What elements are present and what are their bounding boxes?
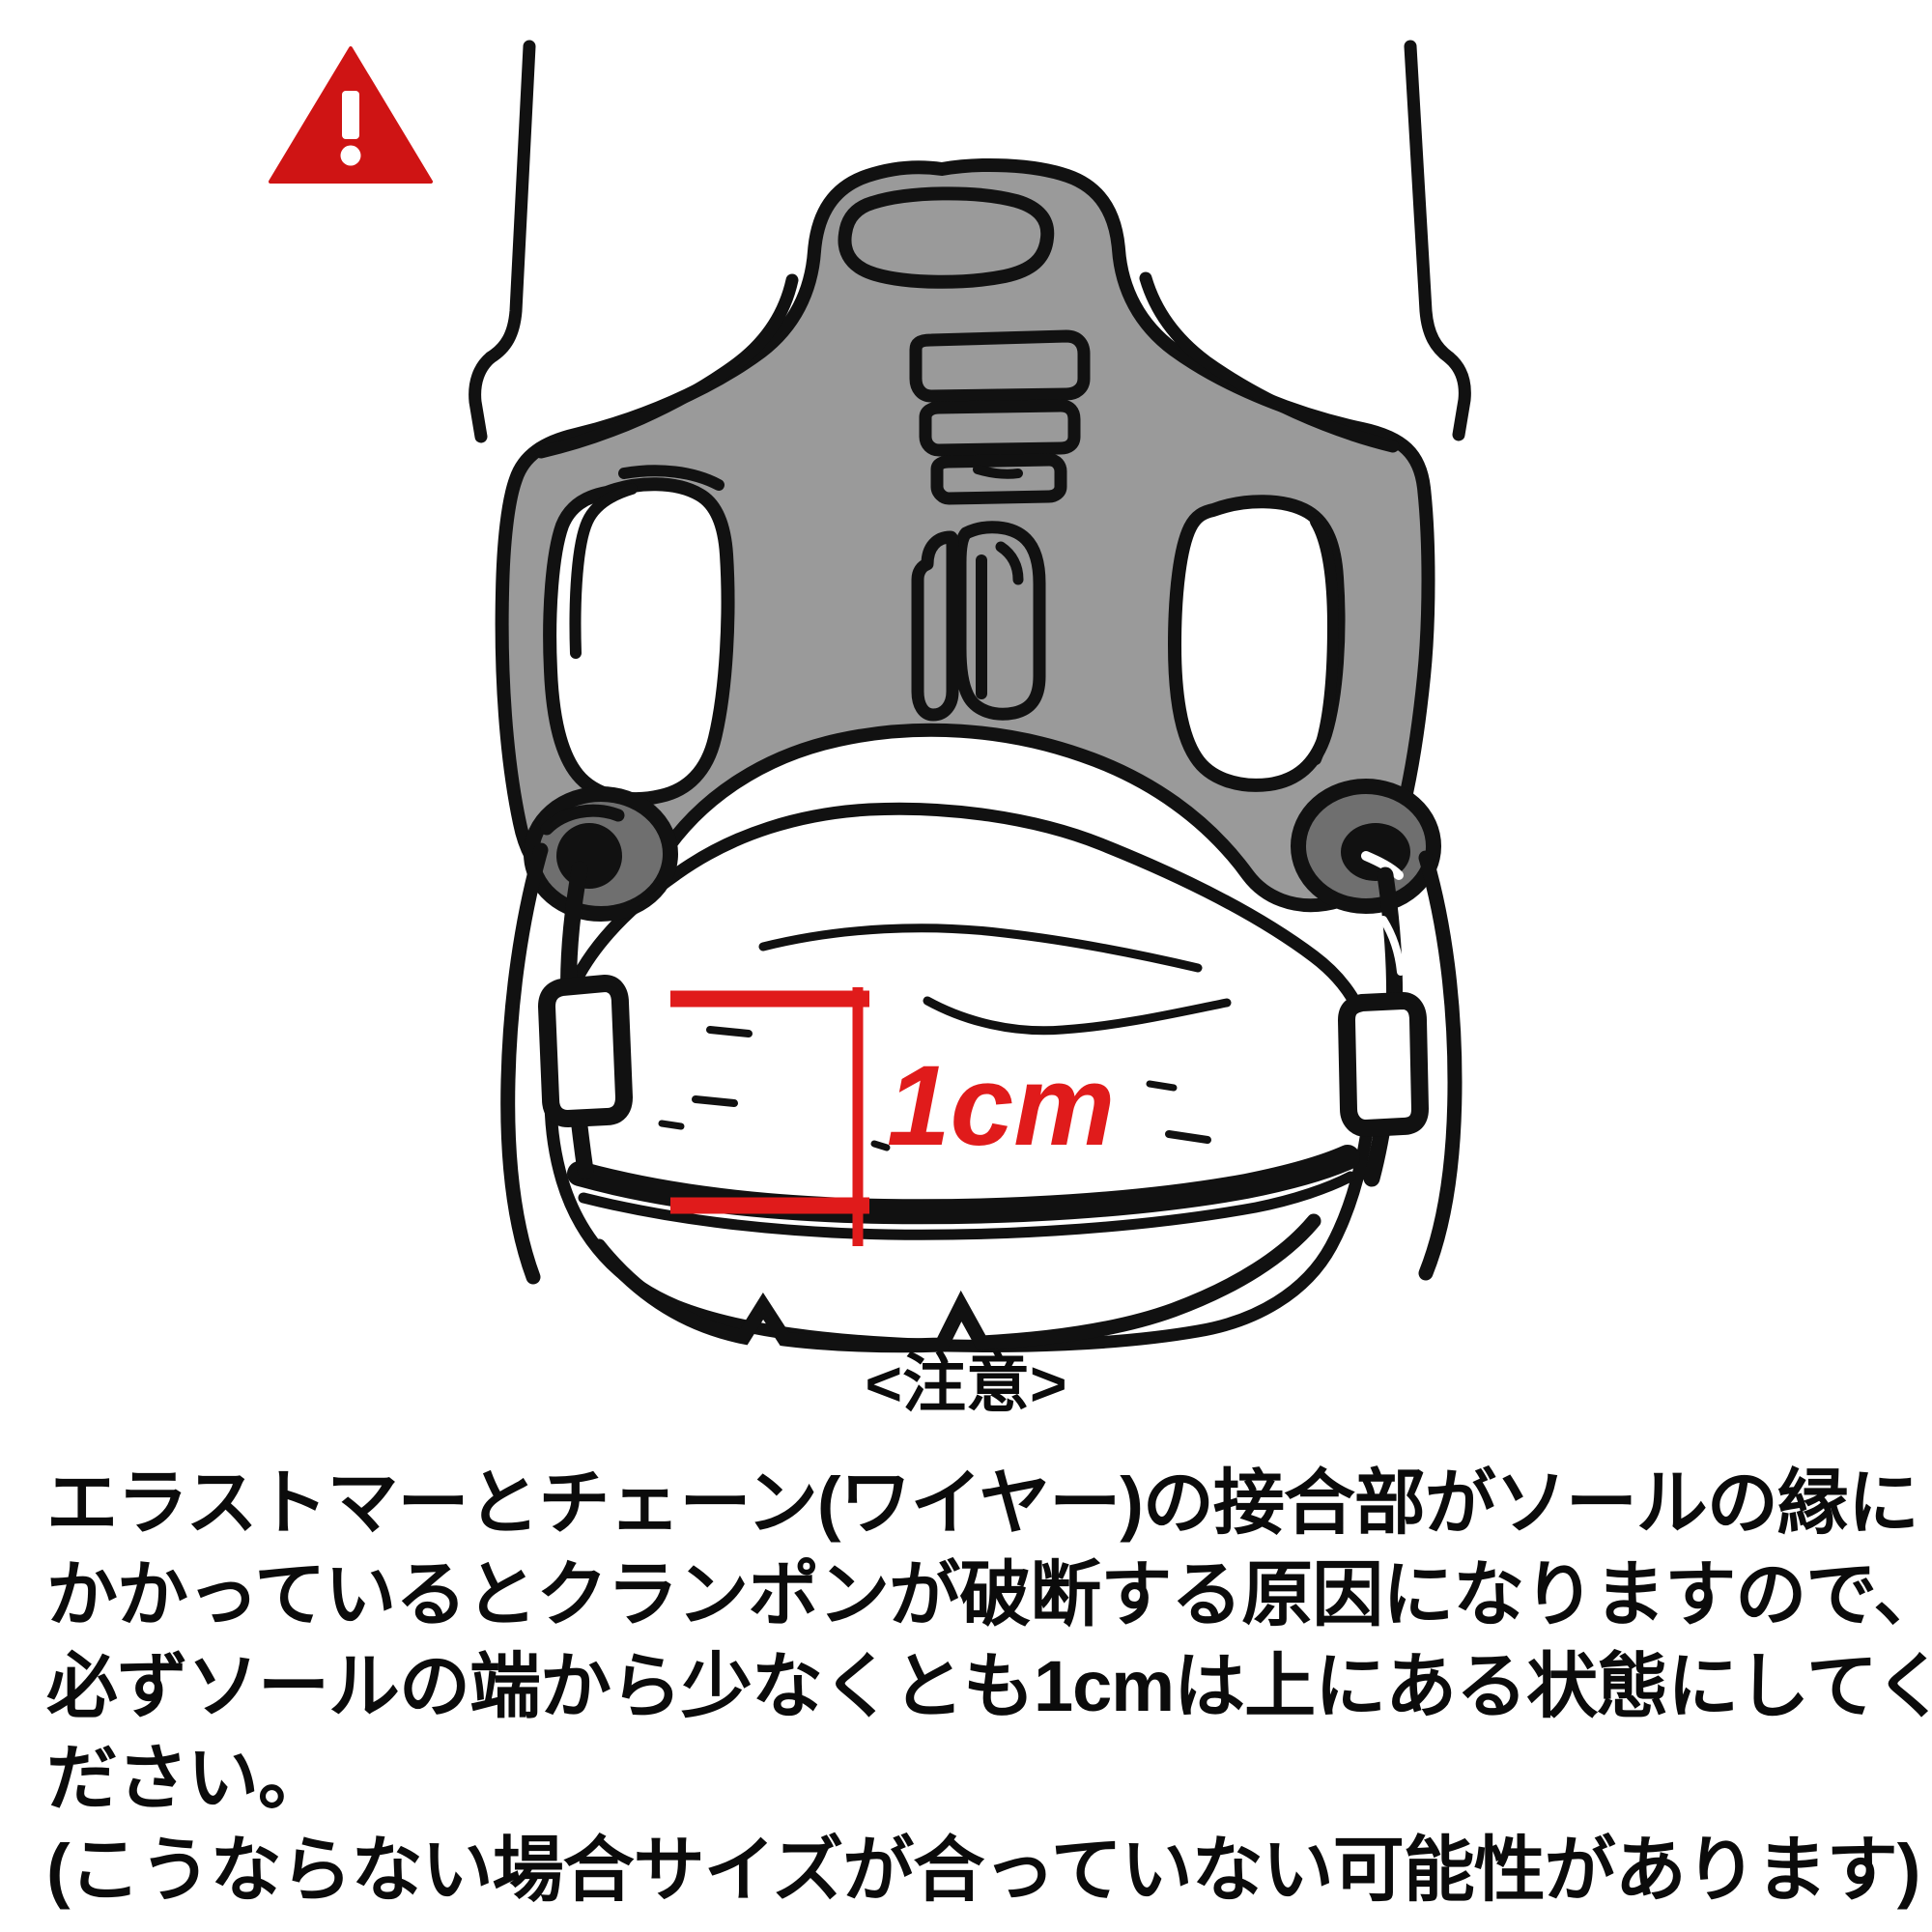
sole-crease-upper — [758, 923, 1203, 973]
left-window-cutout — [543, 477, 735, 806]
sole-tick-1 — [706, 1026, 753, 1037]
sole-welt-scallops — [591, 1213, 1321, 1353]
crampon-illustration-svg: 1cm — [469, 40, 1471, 1353]
notice-line-3: 必ずソールの端から少なくとも1cmは上にある状態にしてく — [46, 1646, 1932, 1726]
sole-tick-2 — [692, 1095, 738, 1107]
tongue-slot-left — [911, 530, 959, 722]
adjustment-ladder — [909, 329, 1091, 505]
exclamation-bar — [342, 91, 359, 139]
measurement-label: 1cm — [887, 1042, 1115, 1170]
tongue-slot-inner-b — [995, 541, 1024, 585]
left-chain-joint — [524, 786, 678, 922]
heel-pocket-slot — [838, 186, 1055, 289]
left-chain-strand-outer — [500, 842, 549, 1285]
sole-tick-3 — [1146, 1080, 1178, 1092]
right-upper-wire — [1404, 40, 1456, 364]
left-arm-inner-line — [534, 273, 799, 459]
center-tongue-slot — [911, 521, 1046, 722]
right-window-inner-line — [1310, 516, 1340, 765]
right-chain-strand-outer — [1418, 850, 1463, 1281]
ladder-notch-1 — [909, 329, 1091, 403]
left-window-top-line — [618, 465, 724, 491]
right-chain-highlight — [1379, 916, 1405, 976]
notice-line-4: ださい。 — [46, 1738, 329, 1818]
right-chain-joint — [1291, 779, 1441, 914]
ladder-notch-detail — [973, 465, 1023, 479]
notice-heading: <注意> — [865, 1348, 1067, 1419]
notice-line-1: エラストマーとチェーン(ワイヤー)の接合部がソールの縁に — [46, 1463, 1919, 1543]
left-eyelet-hub — [556, 823, 622, 889]
notice-line-2: かかっているとクランポンが破断する原因になりますので、 — [46, 1554, 1932, 1634]
sole-tick-6 — [658, 1120, 685, 1130]
right-chain-link — [1338, 992, 1429, 1137]
warning-triangle-icon — [269, 41, 433, 185]
measurement-annotation: 1cm — [670, 987, 1115, 1246]
chain-wire-group — [469, 40, 1471, 1285]
warning-triangle-svg — [269, 46, 433, 184]
sole-tick-5 — [870, 1140, 891, 1151]
right-eyelet-highlight — [1361, 851, 1404, 880]
elastomer-harness-group — [495, 158, 1441, 922]
left-window-inner-line — [569, 483, 638, 659]
left-upper-wire — [484, 40, 536, 364]
exclamation-dot — [340, 145, 361, 166]
tongue-slot-outer — [953, 521, 1046, 721]
notice-line-5: (こうならない場合サイズが合っていない可能性があります) — [46, 1830, 1920, 1910]
right-window-cutout — [1168, 495, 1346, 792]
left-upper-wire-bend — [469, 351, 497, 443]
right-upper-wire-bend — [1442, 351, 1471, 441]
crampon-illustration: 1cm — [469, 40, 1471, 1353]
left-chain-link — [538, 975, 633, 1127]
right-arm-inner-line — [1139, 271, 1400, 453]
sole-edge-band-shadow — [578, 1171, 1356, 1240]
ladder-notch-2 — [919, 399, 1081, 457]
left-eyelet-highlight — [540, 804, 625, 836]
notice-body: エラストマーとチェーン(ワイヤー)の接合部がソールの縁に かかっているとクランポ… — [46, 1457, 1932, 1916]
ladder-notch-3 — [930, 453, 1067, 505]
sole-crease-mid — [923, 996, 1232, 1036]
sole-tick-4 — [1165, 1130, 1211, 1144]
